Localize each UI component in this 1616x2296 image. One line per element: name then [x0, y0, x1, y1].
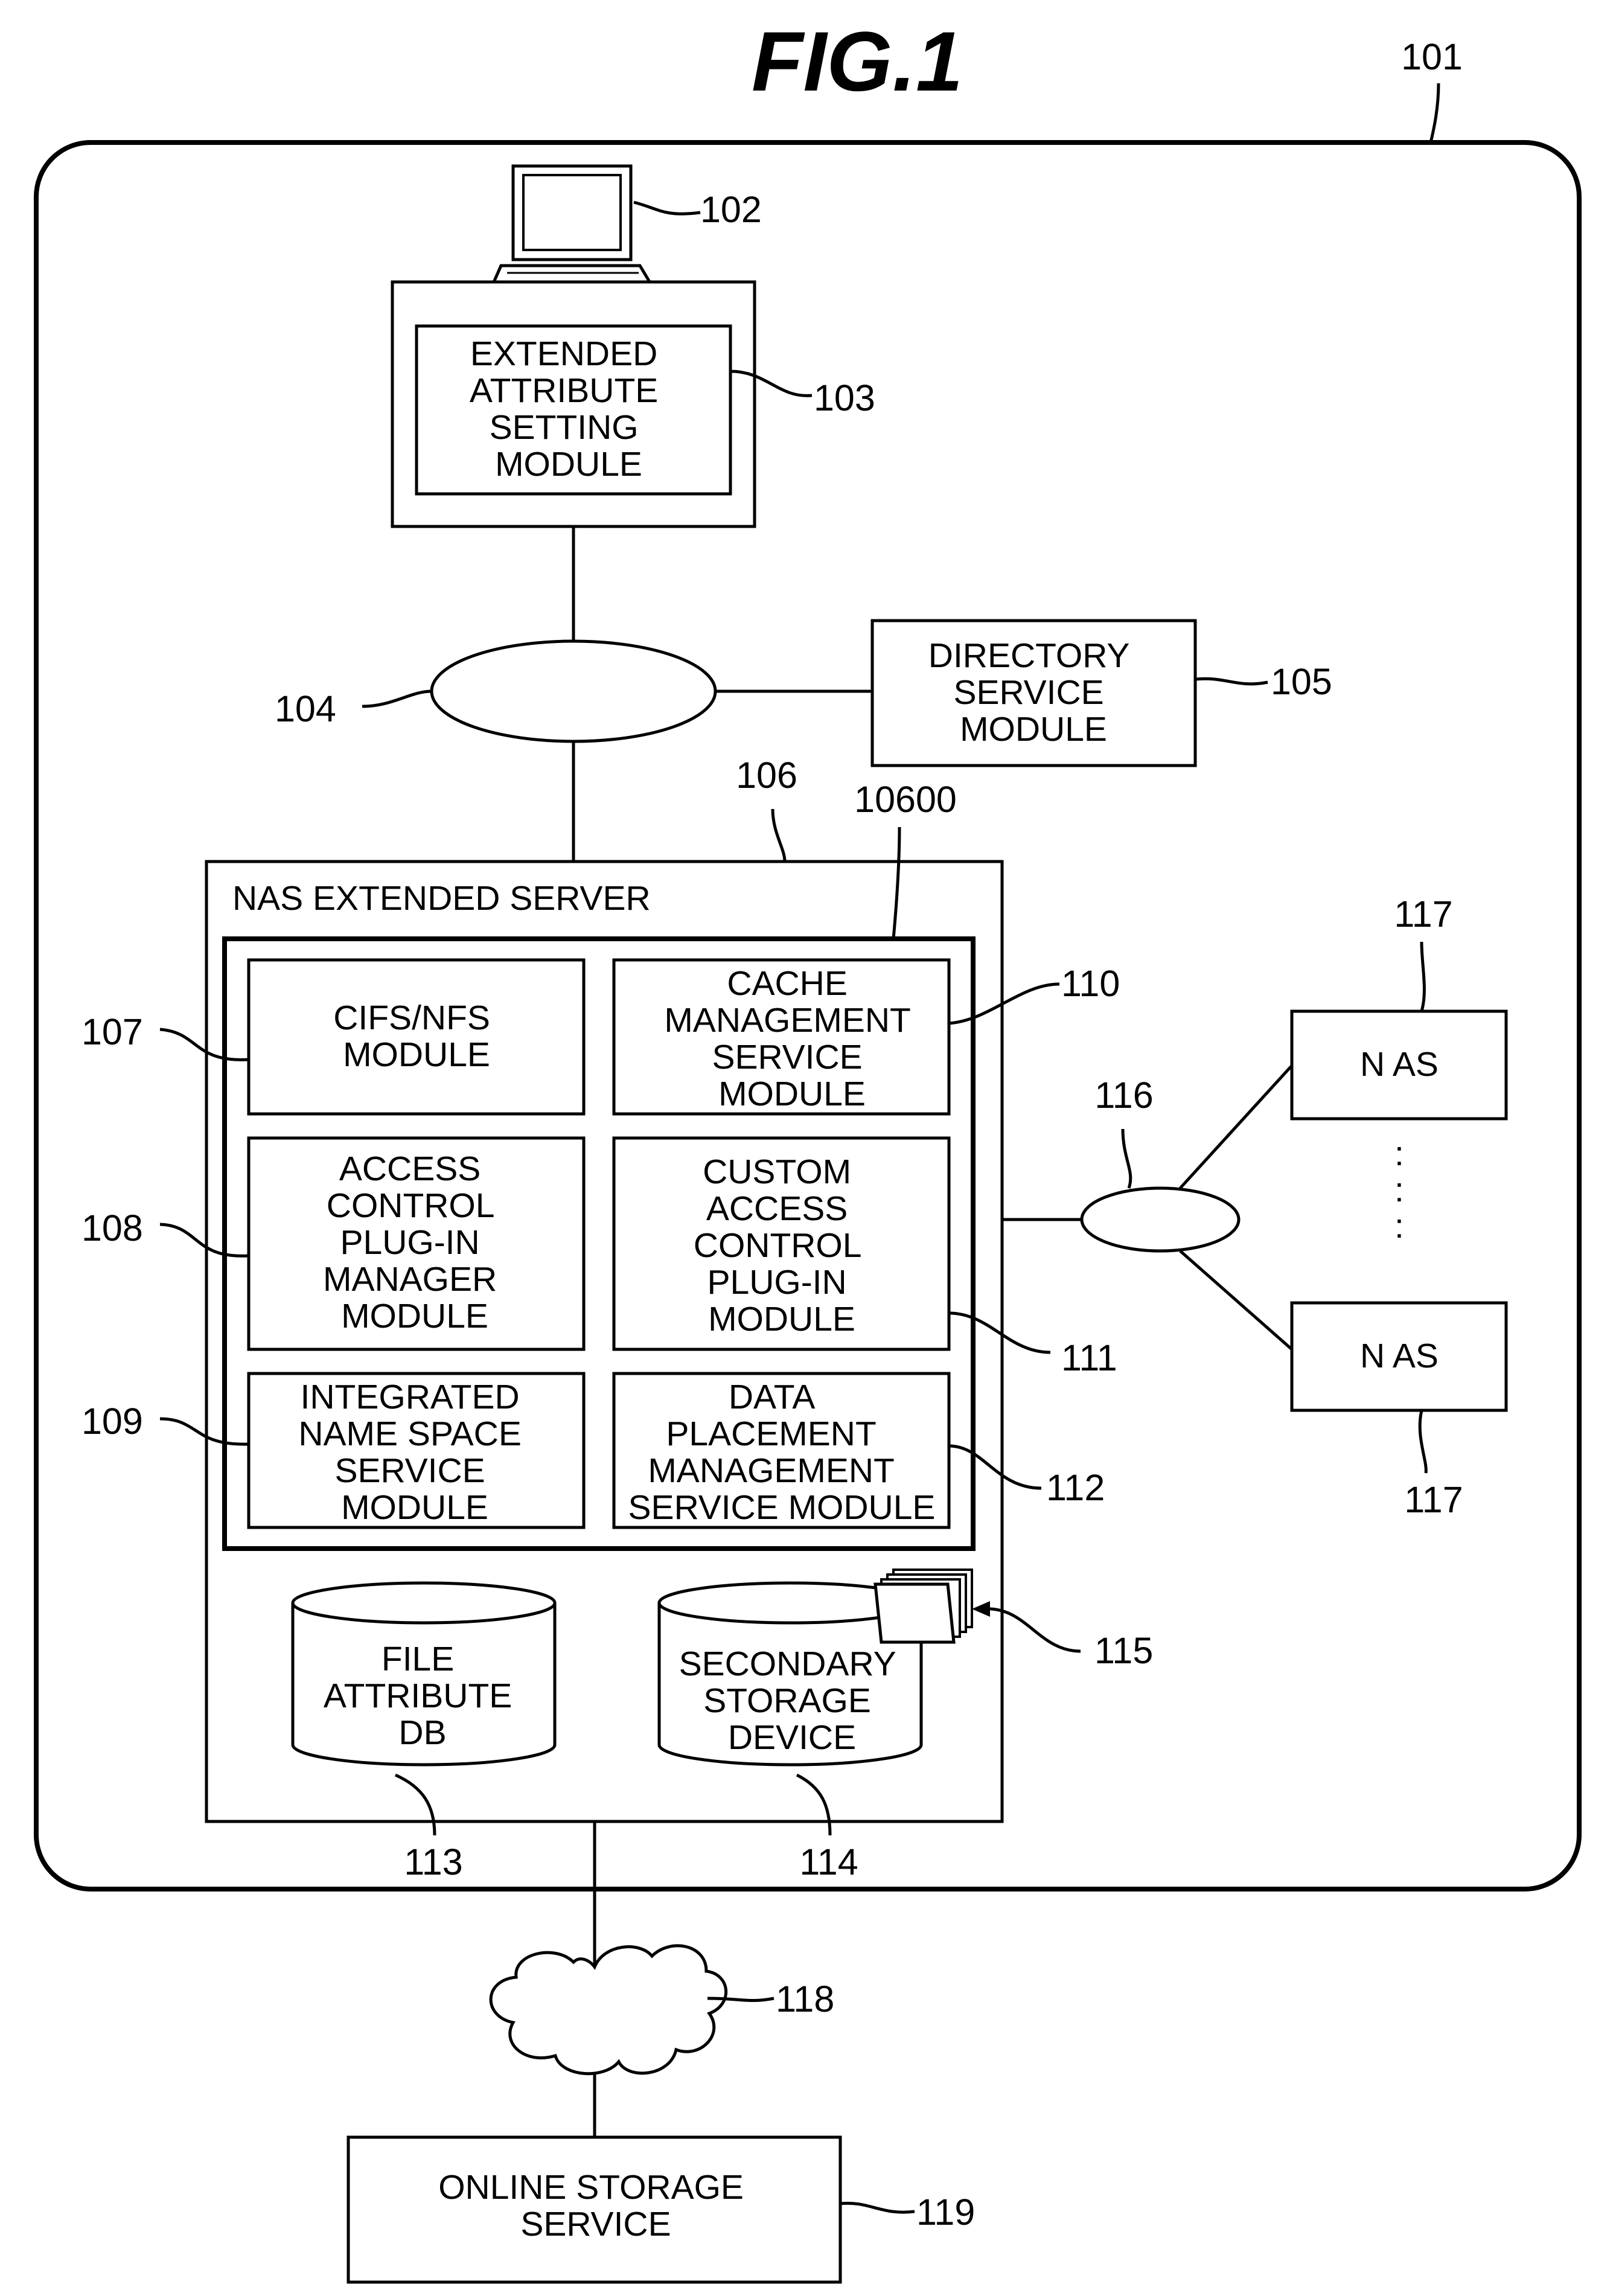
ref-106: 106 — [736, 755, 797, 796]
leader-104 — [362, 691, 432, 706]
ref-101: 101 — [1401, 36, 1463, 77]
ref-110: 110 — [1061, 963, 1120, 1004]
network-nas-top-link — [1180, 1066, 1292, 1188]
leader-102 — [634, 202, 700, 214]
extended-attribute-setting-module-label: EXTENDED ATTRIBUTE SETTING MODULE — [470, 334, 668, 484]
leader-117-top — [1422, 942, 1424, 1011]
ref-113: 113 — [404, 1841, 462, 1882]
leader-105 — [1195, 679, 1268, 684]
network-104 — [432, 641, 715, 741]
ref-111: 111 — [1061, 1337, 1117, 1378]
ref-108: 108 — [81, 1207, 143, 1249]
ref-10600: 10600 — [854, 779, 957, 820]
figure-title: FIG.1 — [752, 14, 963, 109]
leader-116 — [1123, 1129, 1131, 1188]
svg-text::: : — [1394, 1207, 1404, 1246]
ref-109: 109 — [81, 1401, 143, 1442]
ref-114: 114 — [799, 1841, 858, 1882]
cloud-icon — [491, 1946, 726, 2074]
leader-106 — [773, 809, 785, 862]
leader-119 — [840, 2203, 915, 2212]
ellipsis-dots: : : : — [1394, 1134, 1404, 1246]
svg-text::: : — [1394, 1134, 1404, 1173]
ref-119: 119 — [916, 2192, 975, 2233]
leader-117-bottom — [1420, 1410, 1426, 1473]
nas-device-top-label: N AS — [1360, 1045, 1439, 1084]
nas-device-bottom-label: N AS — [1360, 1337, 1439, 1375]
ref-103: 103 — [814, 377, 875, 418]
custom-access-control-plugin-module-label: CUSTOM ACCESS CONTROL PLUG-IN MODULE — [694, 1153, 870, 1338]
ref-116: 116 — [1094, 1075, 1153, 1116]
ref-102: 102 — [700, 189, 762, 230]
ref-117-top: 117 — [1394, 894, 1452, 935]
leader-101 — [1431, 83, 1439, 142]
ref-112: 112 — [1046, 1467, 1105, 1508]
network-nas-bottom-link — [1180, 1251, 1292, 1349]
ref-118: 118 — [776, 1978, 834, 2019]
stacked-files-icon — [875, 1570, 972, 1642]
cifs-nfs-module-label: CIFS/NFS MODULE — [333, 999, 500, 1074]
ref-115: 115 — [1094, 1630, 1153, 1671]
ref-117-bottom: 117 — [1404, 1479, 1463, 1520]
ref-107: 107 — [81, 1011, 143, 1052]
ref-104: 104 — [275, 688, 336, 729]
svg-text::: : — [1394, 1171, 1404, 1209]
access-control-plugin-manager-module-label: ACCESS CONTROL PLUG-IN MANAGER MODULE — [323, 1150, 506, 1335]
network-116 — [1082, 1188, 1239, 1251]
nas-extended-server-label: NAS EXTENDED SERVER — [232, 879, 651, 918]
ref-105: 105 — [1271, 661, 1332, 702]
